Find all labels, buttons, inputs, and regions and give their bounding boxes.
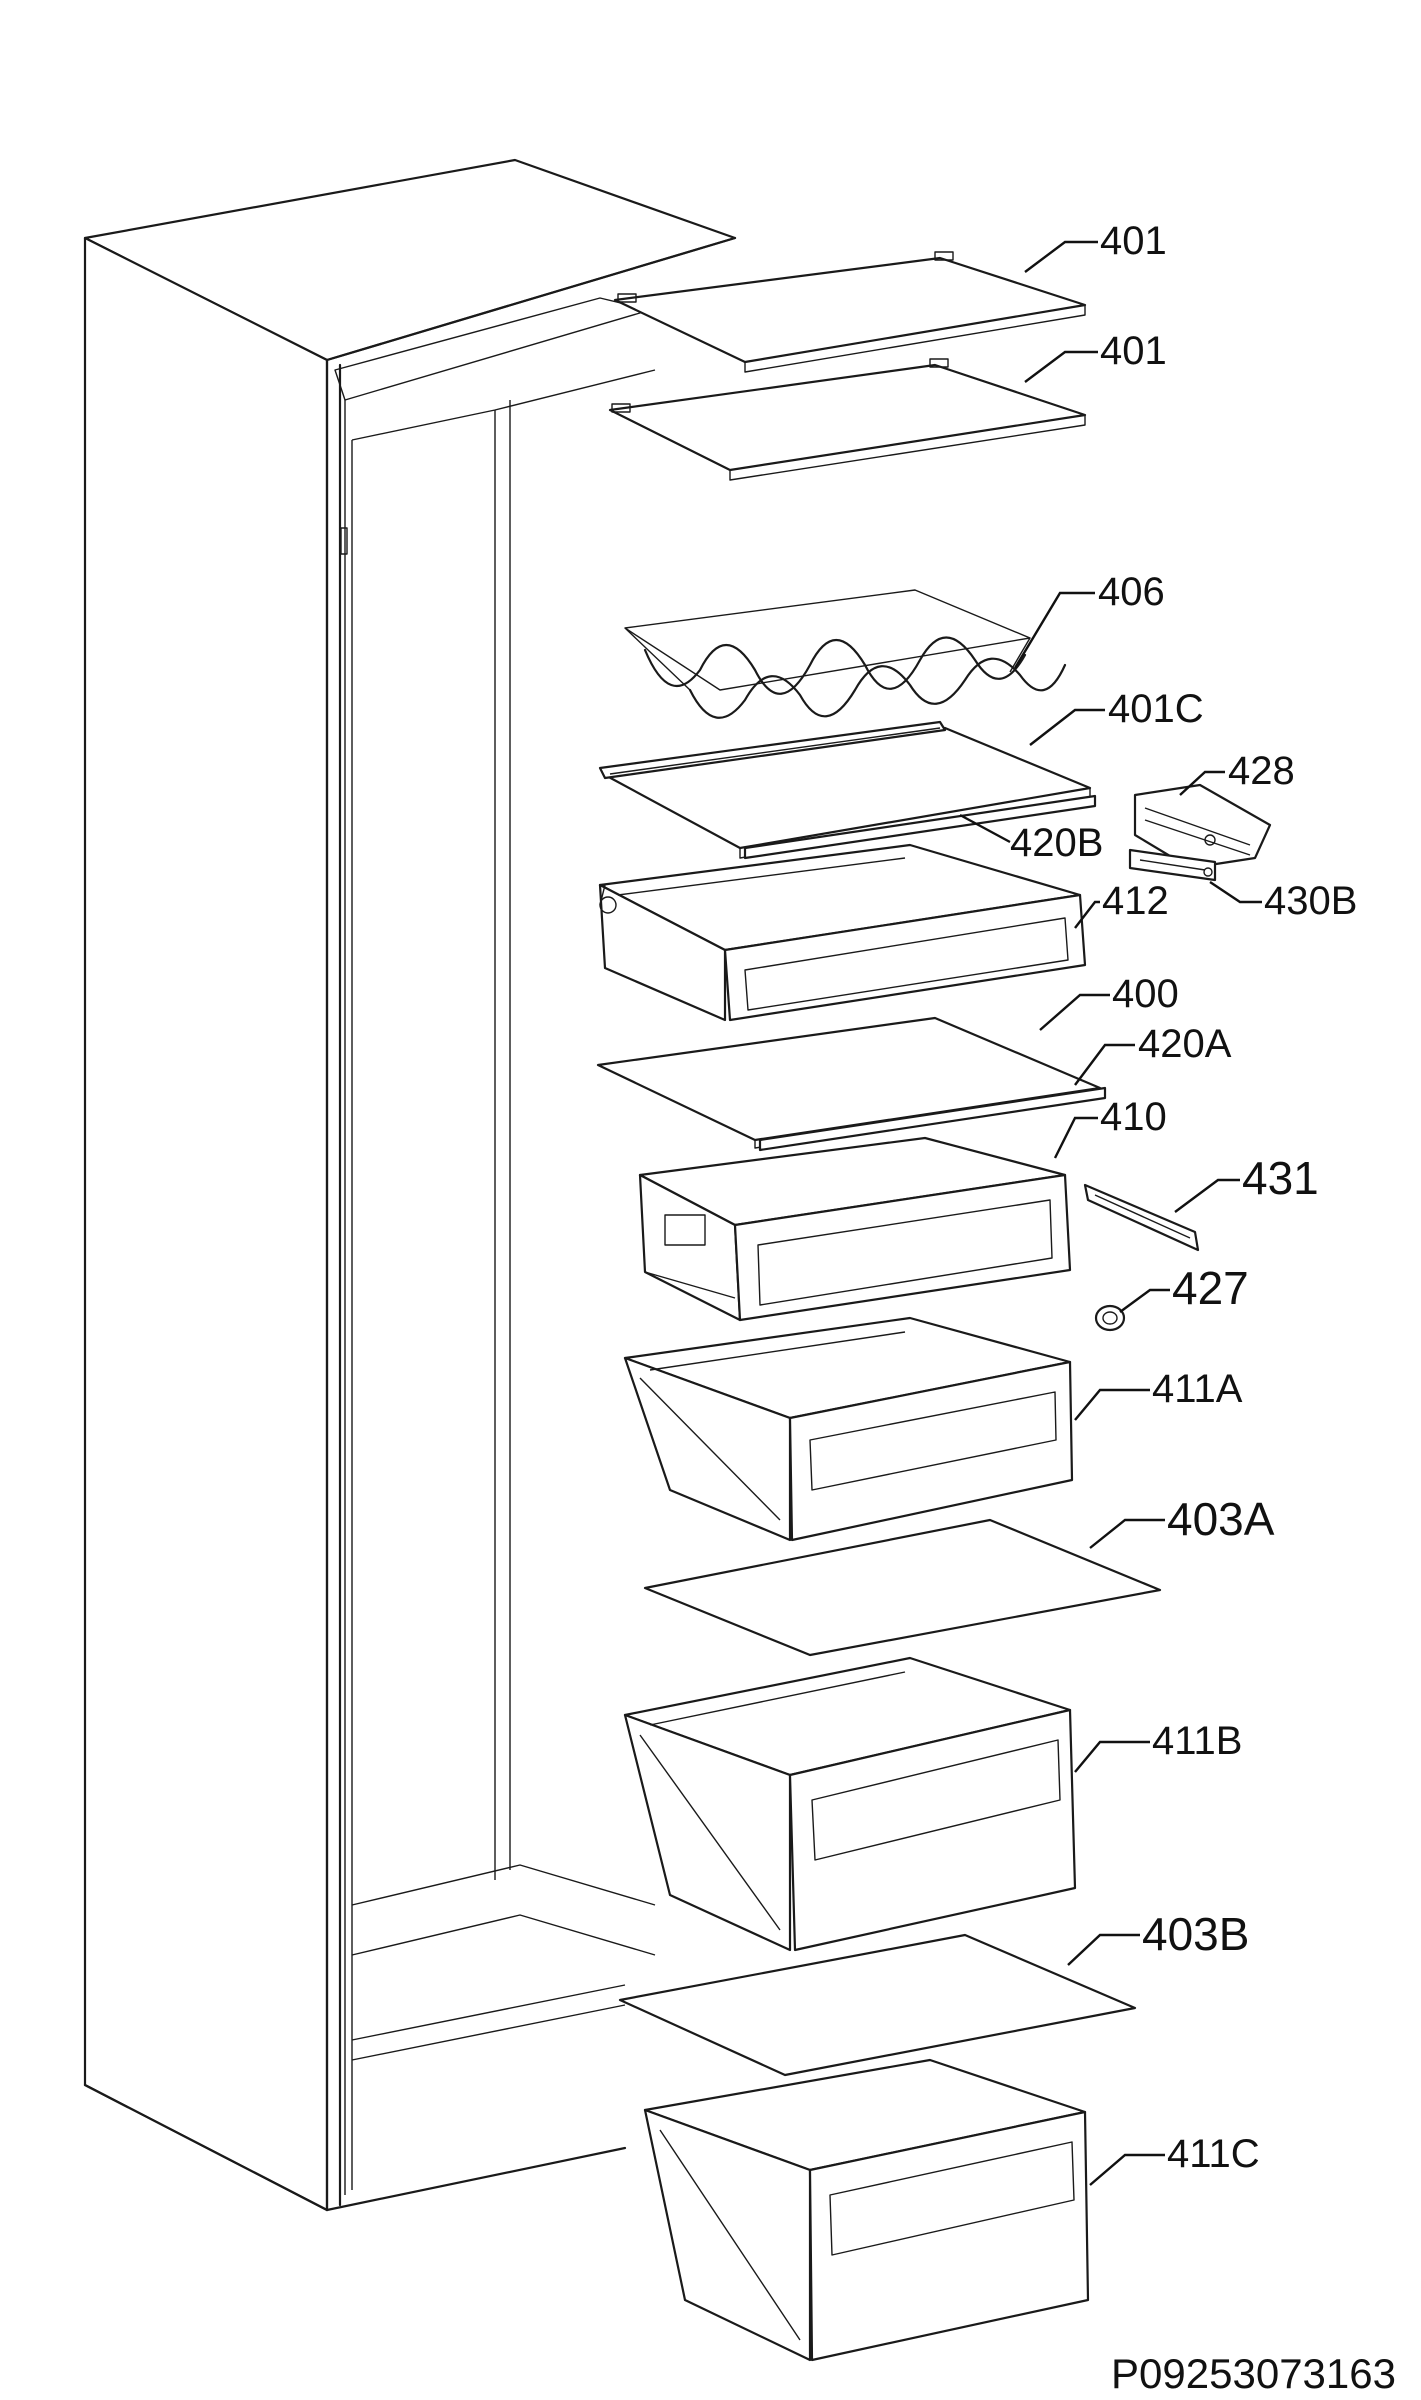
label-420b: 420B bbox=[1010, 821, 1103, 865]
glass-shelf-401-top bbox=[613, 251, 1087, 373]
label-412: 412 bbox=[1102, 879, 1169, 923]
label-410: 410 bbox=[1100, 1095, 1167, 1139]
label-431: 431 bbox=[1242, 1152, 1319, 1204]
rail-430b bbox=[1128, 848, 1217, 882]
drawer-412 bbox=[598, 843, 1087, 1022]
label-428: 428 bbox=[1228, 749, 1295, 793]
bracket-428 bbox=[1133, 783, 1272, 870]
label-427: 427 bbox=[1172, 1262, 1249, 1314]
fridge-cabinet bbox=[83, 158, 737, 2212]
label-411b: 411B bbox=[1152, 1719, 1242, 1763]
leader-lines bbox=[959, 240, 1262, 2186]
shelf-trim-420a bbox=[758, 1086, 1107, 1152]
label-403a: 403A bbox=[1167, 1493, 1275, 1545]
label-430b: 430B bbox=[1264, 879, 1357, 923]
label-411c: 411C bbox=[1167, 2132, 1260, 2176]
glass-shelf-401-second bbox=[608, 358, 1087, 481]
crisper-drawer-411b bbox=[623, 1656, 1077, 1952]
label-401c: 401C bbox=[1108, 687, 1204, 731]
label-401-top: 401 bbox=[1100, 219, 1167, 263]
label-403b: 403B bbox=[1142, 1908, 1249, 1960]
glass-shelf-403a bbox=[643, 1518, 1162, 1657]
shelf-trim-420b bbox=[743, 794, 1097, 860]
slide-rail-431 bbox=[1083, 1183, 1200, 1252]
label-400: 400 bbox=[1112, 972, 1179, 1016]
label-420a: 420A bbox=[1138, 1022, 1232, 1066]
wine-rack-406 bbox=[624, 589, 1067, 719]
label-406: 406 bbox=[1098, 570, 1165, 614]
drawing-code: P09253073163 bbox=[1111, 2350, 1396, 2397]
crisper-drawer-411a bbox=[623, 1316, 1074, 1542]
part-labels: 401 401 406 401C 428 420B 430B 412 400 4… bbox=[1010, 219, 1357, 2176]
label-401-second: 401 bbox=[1100, 329, 1167, 373]
label-411a: 411A bbox=[1152, 1367, 1243, 1411]
glass-shelf-403b bbox=[618, 1933, 1137, 2077]
drawer-410 bbox=[638, 1136, 1072, 1322]
roller-knob-427 bbox=[1094, 1304, 1126, 1332]
crisper-drawer-411c bbox=[643, 2058, 1090, 2362]
glass-shelf-401c bbox=[598, 720, 1092, 859]
